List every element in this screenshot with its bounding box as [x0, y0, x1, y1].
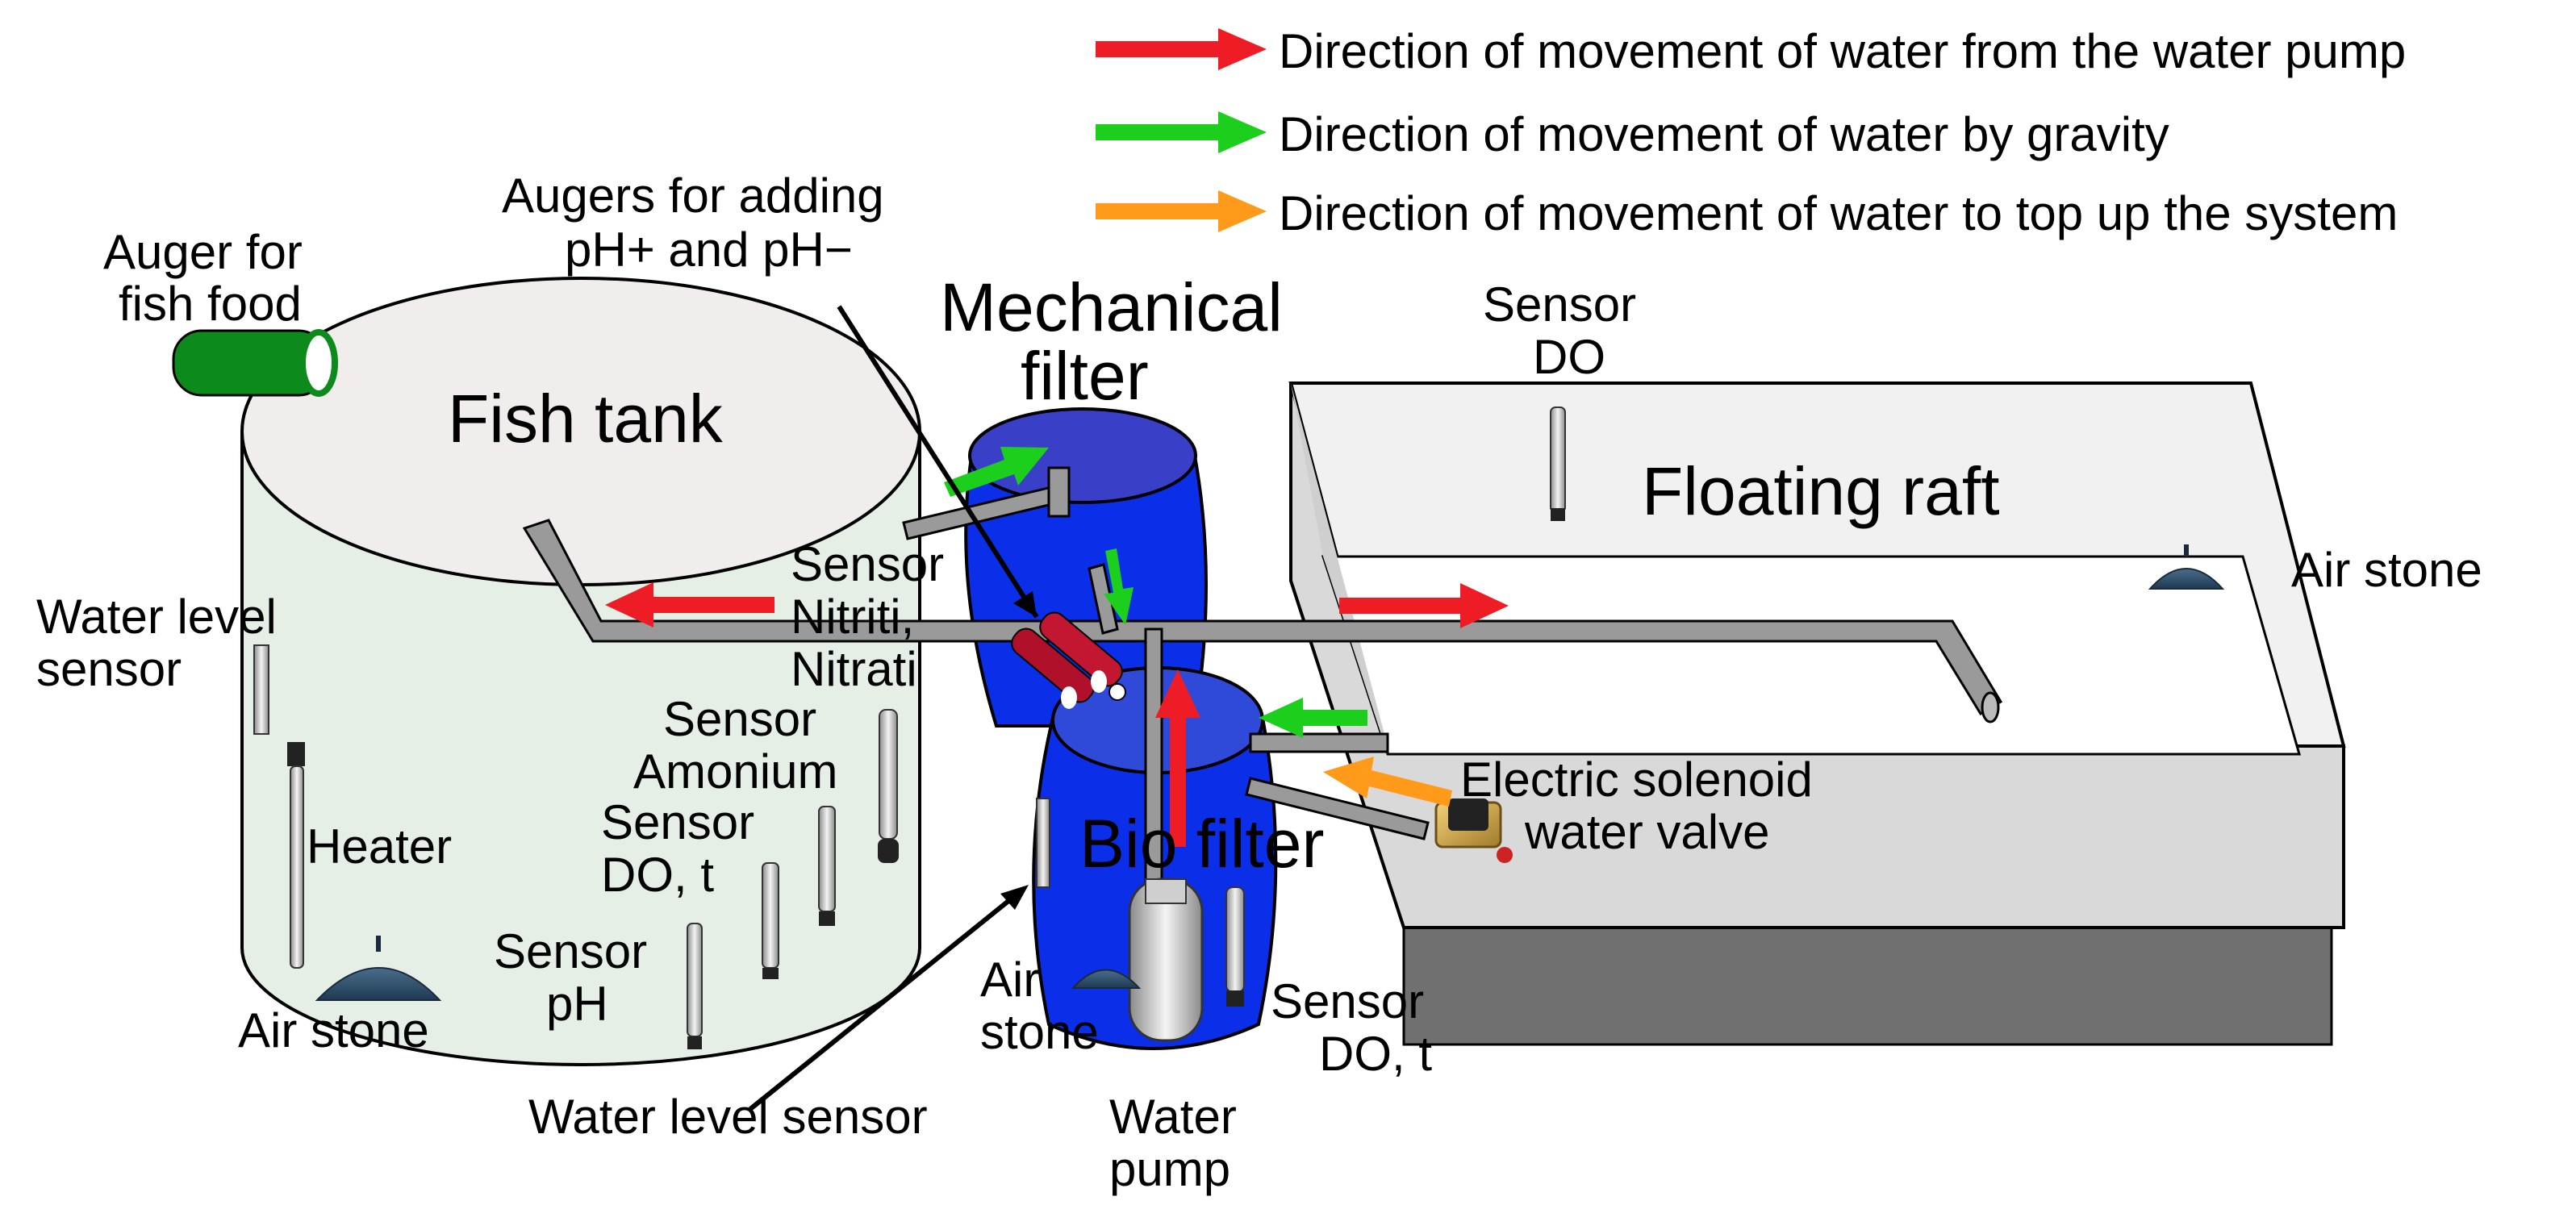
sensor-nitriti-label-3: Nitrati — [791, 642, 917, 696]
main-pipe — [522, 466, 2003, 994]
air-stone-bio — [1071, 969, 1142, 989]
air-stone-bio-label-1: Air — [980, 953, 1039, 1007]
flow-arrows — [605, 447, 1509, 847]
pump-arrow-to-raft — [1339, 583, 1509, 628]
legend-arrow-gravity — [1096, 111, 1267, 153]
water-level-sensor-left-label-2: sensor — [36, 642, 182, 696]
heater — [287, 742, 305, 969]
legend-arrow-pump — [1096, 28, 1267, 70]
air-stone-bio-label-2: stone — [980, 1005, 1099, 1059]
solenoid-valve — [1434, 798, 1513, 863]
water-pump — [1128, 878, 1204, 1042]
probe-ph-2 — [687, 923, 703, 1049]
probe-ph-1 — [762, 862, 779, 979]
probe-do-raft — [1550, 407, 1566, 521]
water-level-sensor-bottom-label: Water level sensor — [528, 1090, 928, 1144]
auger-food-label-1: Auger for — [103, 225, 303, 279]
augers-ph-label-1: Augers for adding — [502, 169, 884, 223]
probe-do-t-bio — [1225, 886, 1245, 1007]
auger-food-label-2: fish food — [119, 277, 302, 331]
fish-tank — [240, 277, 921, 1066]
sensor-amonium-label-1: Sensor — [663, 692, 816, 746]
gravity-arrow-to-bio — [1259, 698, 1367, 738]
floating-raft-title: Floating raft — [1642, 453, 2000, 529]
probe-do-t-left — [818, 806, 836, 926]
gravity-arrow-tank-to-mech — [944, 447, 1049, 497]
sensor-ph-label-2: pH — [546, 977, 608, 1031]
air-stone-raft-label: Air stone — [2291, 543, 2482, 597]
probe-amonium — [878, 709, 899, 863]
legend: Direction of movement of water from the … — [1096, 24, 2406, 240]
pump-arrow-up — [1155, 669, 1200, 847]
topup-arrow — [1323, 757, 1452, 807]
sensor-nitriti-label-2: Nitriti, — [791, 590, 914, 644]
sensor-do-t-bio-label-2: DO, t — [1319, 1027, 1432, 1081]
legend-item-pump: Direction of movement of water from the … — [1096, 24, 2406, 78]
pointer-arrows — [749, 305, 1039, 1111]
legend-arrow-topup — [1096, 190, 1267, 232]
air-stone-tank-label: Air stone — [238, 1003, 429, 1057]
legend-item-gravity: Direction of movement of water by gravit… — [1096, 107, 2169, 161]
ph-augers — [1011, 611, 1123, 709]
water-pump-label-1: Water — [1109, 1090, 1237, 1144]
legend-label-topup: Direction of movement of water to top up… — [1279, 186, 2398, 240]
solenoid-label-1: Electric solenoid — [1460, 753, 1813, 807]
sensor-do-t-bio-label-1: Sensor — [1271, 974, 1424, 1028]
mechanical-filter-title-1: Mechanical — [940, 269, 1283, 345]
sensor-do-t-left-label-2: DO, t — [601, 848, 714, 902]
legend-label-gravity: Direction of movement of water by gravit… — [1279, 107, 2169, 161]
water-pump-label-2: pump — [1109, 1142, 1230, 1196]
legend-item-topup: Direction of movement of water to top up… — [1096, 186, 2398, 240]
solenoid-label-2: water valve — [1524, 805, 1769, 859]
mechanical-filter-title-2: filter — [1021, 338, 1149, 414]
sensor-nitriti-label-1: Sensor — [791, 537, 944, 591]
fish-food-auger — [172, 329, 338, 397]
probe-water-level-bio — [1036, 798, 1050, 888]
water-level-sensor-left-label-1: Water level — [36, 590, 277, 644]
sensor-do-top-label-1: Sensor — [1483, 277, 1636, 331]
sensor-do-top-label-2: DO — [1533, 330, 1605, 384]
air-stone-raft — [2148, 544, 2225, 590]
heater-label: Heater — [307, 819, 452, 874]
legend-label-pump: Direction of movement of water from the … — [1279, 24, 2406, 78]
sensor-do-t-left-label-1: Sensor — [601, 795, 754, 849]
air-stone-tank — [315, 936, 442, 1001]
bio-filter-title: Bio filter — [1079, 806, 1324, 882]
fish-tank-title: Fish tank — [448, 381, 724, 457]
probe-water-level-left — [253, 644, 269, 735]
sensor-amonium-label-2: Amonium — [633, 744, 837, 798]
pump-arrow-to-tank — [605, 582, 774, 628]
augers-ph-label-2: pH+ and pH− — [565, 223, 853, 277]
sensor-ph-label-1: Sensor — [494, 924, 647, 978]
gravity-arrow-mech-down — [1104, 548, 1134, 625]
